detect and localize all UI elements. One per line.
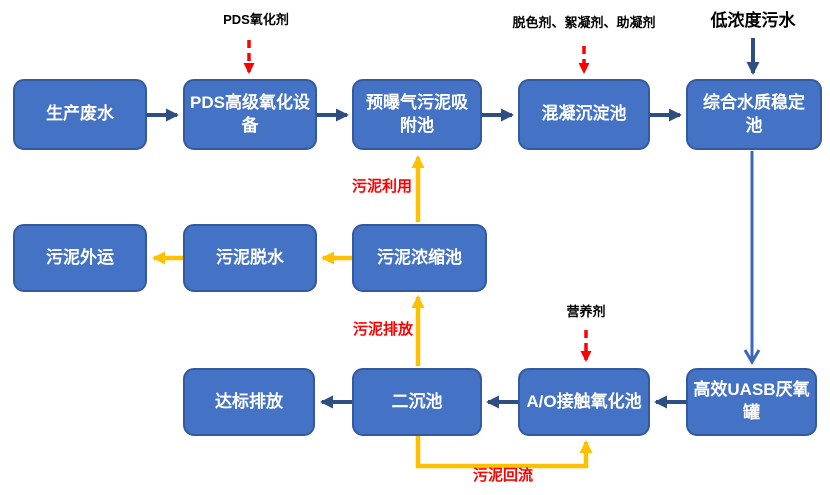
label-decolorant-coagulant: 脱色剂、絮凝剂、助凝剂 (512, 15, 656, 30)
node-sludge-thickening-tank: 污泥浓缩池 (352, 224, 487, 292)
node-secondary-sedimentation-tank: 二沉池 (352, 368, 482, 436)
node-water-quality-stabilization-tank: 综合水质稳定 池 (686, 79, 822, 150)
label-pds-oxidant: PDS氧化剂 (223, 12, 289, 27)
node-production-wastewater: 生产废水 (13, 79, 147, 150)
node-coagulation-sedimentation-tank: 混凝沉淀池 (518, 79, 650, 150)
node-pds-oxidation-equipment: PDS高级氧化设 备 (183, 79, 317, 150)
label-nutrient: 营养剂 (566, 304, 606, 319)
label-sludge-return: 污泥回流 (473, 467, 534, 484)
node-ao-contact-oxidation-tank: A/O接触氧化池 (518, 368, 650, 436)
node-standard-discharge: 达标排放 (183, 368, 315, 436)
node-uasb-anaerobic-tank: 高效UASB厌氧 罐 (686, 368, 817, 436)
label-sludge-discharge: 污泥排放 (353, 321, 414, 338)
label-sludge-reuse: 污泥利用 (352, 178, 413, 195)
label-low-concentration-sewage: 低浓度污水 (710, 11, 796, 30)
arrow-sludge-return-path (415, 436, 593, 469)
node-sludge-dewatering: 污泥脱水 (183, 224, 317, 292)
node-sludge-outbound-transport: 污泥外运 (13, 224, 147, 292)
node-pre-aeration-sludge-adsorption-tank: 预曝气污泥吸 附池 (352, 79, 482, 150)
